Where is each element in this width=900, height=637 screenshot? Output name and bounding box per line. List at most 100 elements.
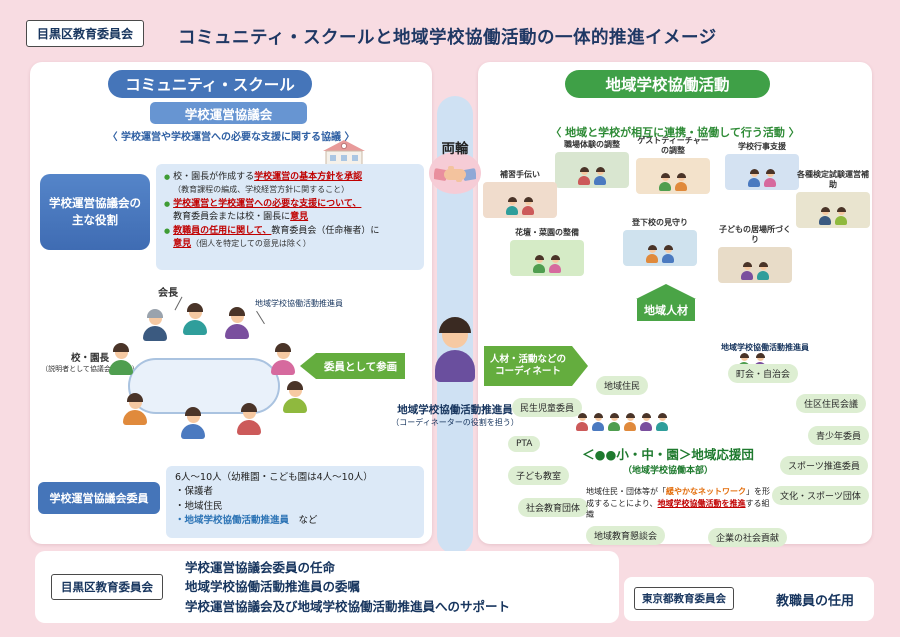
mini-body (533, 264, 545, 273)
activity-label: ゲストティーチャーの調整 (637, 136, 709, 155)
person-head (229, 307, 245, 323)
mini-body (594, 176, 606, 185)
mini-head (742, 261, 752, 270)
local-talent-label: 地域人材 (637, 299, 695, 321)
activity-card: 学校行事支援 (725, 142, 799, 190)
community-school-heading: コミュニティ・スクール (108, 70, 312, 98)
community-bubble: PTA (508, 436, 541, 452)
school-council-heading: 学校運営協議会 (150, 102, 307, 124)
principal-note: （説明者として協議会に参加） (41, 365, 139, 373)
left-panel-caption: 〈 学校運営や学校運営への必要な支援に関する協議 〉 (107, 132, 355, 143)
mini-person-icon (640, 412, 652, 431)
person-body (225, 324, 249, 339)
person-promoter-icon (224, 307, 250, 339)
coordinator-person-icon (433, 317, 477, 382)
mini-person-icon (835, 206, 847, 225)
community-bubble: 文化・スポーツ団体 (772, 486, 869, 505)
meguro-footer-line: 学校運営協議会委員の任命 (185, 560, 336, 575)
activity-illustration (623, 230, 697, 266)
activity-card: 職場体験の調整 (555, 140, 629, 188)
mini-person-icon (506, 196, 518, 215)
support-team-block: ＜●●小・中・園＞地域応援団 （地域学校協働本部） (548, 444, 788, 476)
mini-person-icon (741, 261, 753, 280)
mini-head (523, 196, 533, 205)
role-3-highlight2: 意見 (173, 238, 192, 249)
mini-body (659, 182, 671, 191)
person-icon (270, 343, 296, 375)
meguro-footer-line: 地域学校協働活動推進員の委嘱 (185, 579, 361, 595)
person-icon (236, 403, 262, 435)
person-body (143, 326, 167, 341)
activity-card: ゲストティーチャーの調整 (636, 136, 710, 194)
mini-head (550, 254, 560, 263)
chairman-label: 会長 (158, 288, 178, 299)
mini-person-icon (576, 412, 588, 431)
activity-label: 補習手伝い (500, 170, 540, 179)
person-head (287, 381, 303, 397)
bullet-dot: ● (164, 200, 171, 209)
mini-body (506, 206, 518, 215)
mini-body (578, 176, 590, 185)
role-2-highlight2: 意見 (290, 211, 309, 222)
mini-head (609, 412, 619, 421)
members-item: ・地域住民 (175, 500, 223, 512)
arrow-left-icon (300, 353, 316, 379)
community-bubble: 町会・自治会 (728, 364, 799, 383)
mini-person-icon (662, 244, 674, 263)
mini-person-icon (819, 206, 831, 225)
role-2-plain: 教育委員会または校・園長に (173, 211, 291, 222)
meguro-footer-lines: 学校運営協議会委員の任命 地域学校協働活動推進員の委嘱 学校運営協議会及び地域学… (185, 558, 510, 616)
person-chairman-icon (142, 309, 168, 341)
activity-label: 職場体験の調整 (564, 140, 620, 149)
mini-body (662, 254, 674, 263)
right-panel-caption: 〈 地域と学校が相互に連携・協働して行う活動 〉 (550, 126, 800, 139)
role-bullet-3: ● 教職員の任用に関して、教育委員会（任命権者）に 意見（個人を特定しての意見は… (164, 225, 416, 250)
mini-body (835, 216, 847, 225)
pointer-line (256, 310, 265, 325)
mini-head (755, 352, 765, 361)
school-building-icon (323, 140, 365, 176)
mini-body (819, 216, 831, 225)
role-bullet-1-text: 校・園長が作成する学校運営の基本方針を承認 （教育課程の編成、学校経営方針に関す… (173, 171, 362, 196)
support-team-subtitle: （地域学校協働本部） (622, 466, 713, 476)
person-icon (180, 407, 206, 439)
mini-head (593, 412, 603, 421)
two-wheels-label: 両輪 (441, 141, 469, 157)
coordinator-head (439, 317, 471, 348)
mini-body (757, 271, 769, 280)
mini-person-icon (646, 244, 658, 263)
note-plain: する組織 (586, 498, 770, 520)
mini-head (660, 172, 670, 181)
mini-person-icon (764, 168, 776, 187)
mini-head (758, 261, 768, 270)
mini-head (820, 206, 830, 215)
members-item: ・保護者 (175, 486, 214, 498)
person-head (241, 403, 257, 419)
person-head (113, 343, 129, 359)
coordinate-line1: 人材・活動などのコーディネート (490, 353, 567, 377)
activity-card: 各種検定試験運営補助 (796, 170, 870, 228)
activity-card: 花壇・菜園の整備 (510, 228, 584, 276)
mini-head (647, 244, 657, 253)
person-body (183, 320, 207, 335)
mini-person-icon (533, 254, 545, 273)
mini-person-icon (608, 412, 620, 431)
mini-body (549, 264, 561, 273)
meguro-ward-badge: 目黒区教育委員会 (26, 20, 145, 47)
mini-person-icon (549, 254, 561, 273)
council-roles-content: ● 校・園長が作成する学校運営の基本方針を承認 （教育課程の編成、学校経営方針に… (156, 164, 424, 270)
community-bubble: 地域教育懇談会 (586, 526, 666, 545)
mini-head (577, 412, 587, 421)
local-talent-arrow: 地域人材 (636, 284, 696, 321)
participate-arrow: 委員として参画 (300, 353, 406, 379)
mini-body (624, 422, 636, 431)
role-1-plain: 校・園長が作成する (173, 172, 255, 182)
person-head (147, 309, 163, 325)
bullet-dot: ● (164, 173, 171, 181)
activity-illustration (718, 247, 792, 283)
activity-illustration (796, 192, 870, 228)
mini-person-icon (522, 196, 534, 215)
person-head (185, 407, 201, 423)
person-head (187, 303, 203, 319)
mini-head (579, 166, 589, 175)
